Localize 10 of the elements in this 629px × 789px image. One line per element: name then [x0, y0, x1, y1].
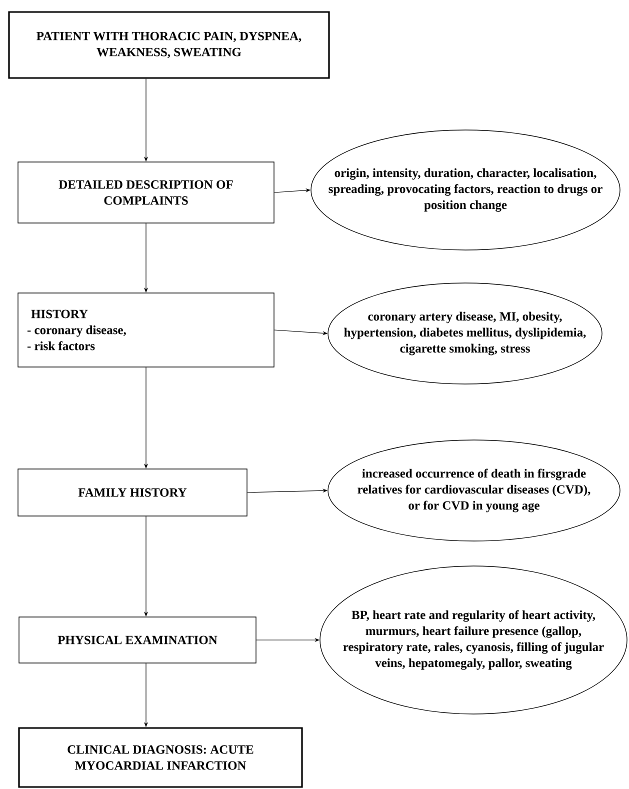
process-box: CLINICAL DIAGNOSIS: ACUTE MYOCARDIAL INFARCTION	[18, 727, 303, 788]
ellipse-bubble: increased occurrence of death in firsgrade relatives for cardiovascular diseases (CVD), or for CVD in young age	[328, 440, 620, 542]
ellipse-bubble: coronary artery disease, MI, obesity, hypertension, diabetes mellitus, dyslipidemia, cigarette smoking, stress	[328, 282, 602, 384]
process-box: FAMILY HISTORY	[18, 468, 248, 516]
process-box: PHYSICAL EXAMINATION	[18, 616, 256, 664]
process-box: PATIENT WITH THORACIC PAIN, DYSPNEA, WEAKNESS, SWEATING	[8, 11, 330, 79]
ellipse-bubble: BP, heart rate and regularity of heart activity, murmurs, heart failure presence (gallop, respiratory rate, rales, cyanosis, filling of jugular veins, hepatomegaly, pallor, sweating	[320, 566, 628, 714]
process-box: DETAILED DESCRIPTION OF COMPLAINTS	[18, 162, 274, 224]
process-box: HISTORY - coronary disease, - risk factors	[18, 292, 274, 368]
ellipse-bubble: origin, intensity, duration, character, localisation, spreading, provocating factors, reaction to drugs or position change	[310, 130, 620, 250]
